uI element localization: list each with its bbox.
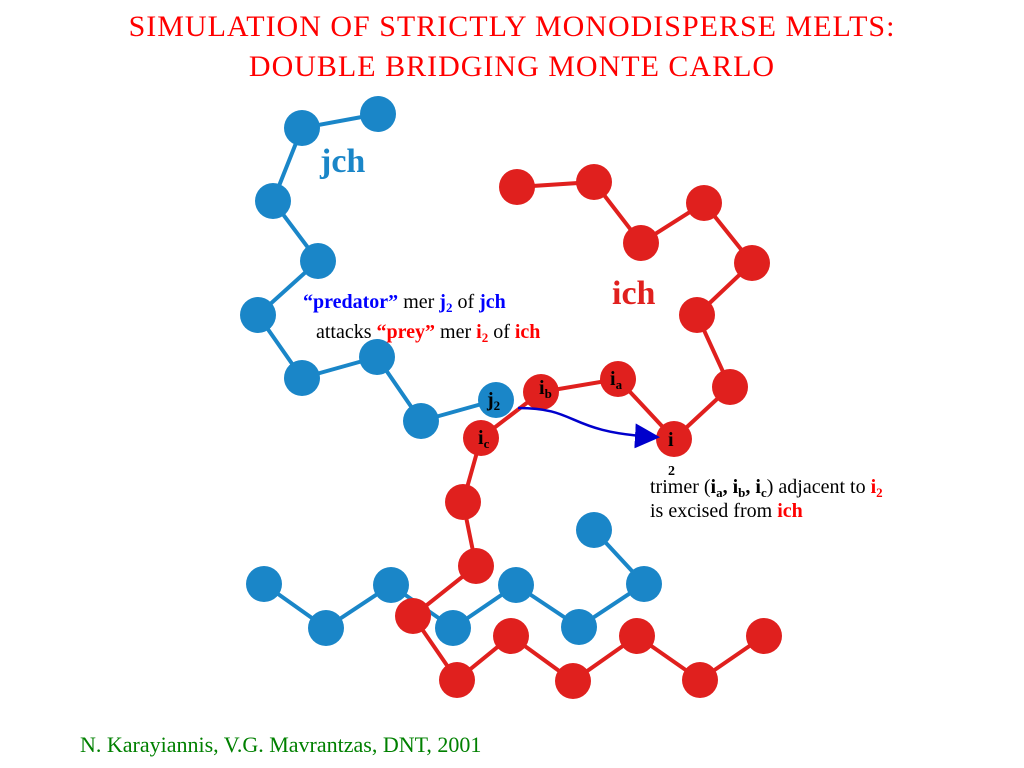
title-line-2: DOUBLE BRIDGING MONTE CARLO (248, 50, 776, 83)
i2-node-subscript: 2 (668, 464, 675, 479)
annotation-predator: “predator” mer j2 of jch (303, 291, 506, 315)
ib-node-label: ib (539, 377, 552, 401)
ich-upper-chain (463, 164, 770, 457)
jch-lower-chain (246, 512, 662, 646)
title-line-1: SIMULATION OF STRICTLY MONODISPERSE MELT… (128, 10, 896, 43)
credit-line: N. Karayiannis, V.G. Mavrantzas, DNT, 20… (80, 732, 482, 757)
annotation-excised: is excised from ich (650, 500, 803, 522)
jch-chain-label: jch (319, 143, 365, 180)
i2-node-label: i (668, 429, 674, 451)
jch-upper-chain (240, 96, 514, 439)
attack-arrow (517, 406, 660, 449)
ic-node-label: ic (478, 427, 490, 451)
ia-node-label: ia (610, 368, 623, 392)
annotation-prey: attacks “prey” mer i2 of ich (316, 321, 541, 345)
annotation-trimer: trimer (ia, ib, ic) adjacent to i2 (650, 476, 883, 500)
j2-node-label: j2 (487, 389, 501, 413)
ich-lower-chain (395, 437, 782, 699)
ich-chain-label: ich (612, 275, 656, 312)
